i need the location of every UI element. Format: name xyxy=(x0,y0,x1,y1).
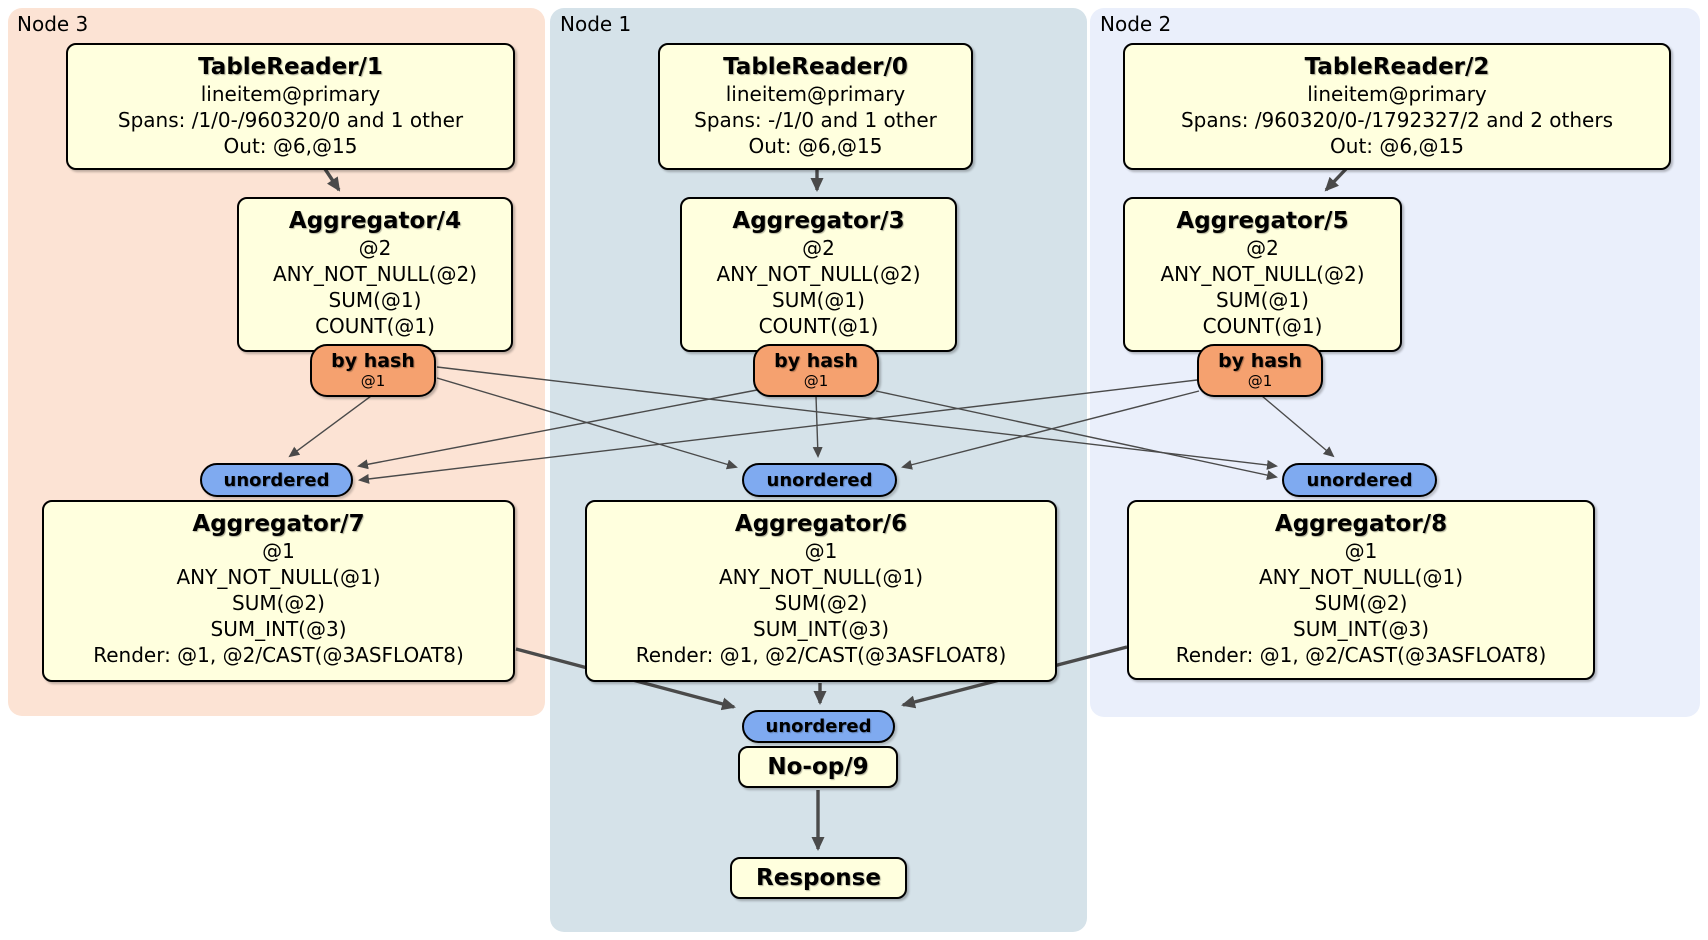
router-by-hash-node2: by hash @1 xyxy=(1197,344,1323,397)
processor-tablereader1: TableReader/1 lineitem@primary Spans: /1… xyxy=(66,43,515,170)
processor-aggregator4: Aggregator/4 @2 ANY_NOT_NULL(@2) SUM(@1)… xyxy=(237,197,513,352)
processor-aggregator6: Aggregator/6 @1 ANY_NOT_NULL(@1) SUM(@2)… xyxy=(585,500,1057,682)
processor-aggregator8: Aggregator/8 @1 ANY_NOT_NULL(@1) SUM(@2)… xyxy=(1127,500,1595,680)
router-by-hash-node1: by hash @1 xyxy=(753,344,879,397)
node2-label: Node 2 xyxy=(1100,12,1172,36)
processor-response: Response xyxy=(730,857,907,899)
processor-tablereader0: TableReader/0 lineitem@primary Spans: -/… xyxy=(658,43,973,170)
sync-unordered-node1: unordered xyxy=(742,463,897,497)
processor-aggregator7: Aggregator/7 @1 ANY_NOT_NULL(@1) SUM(@2)… xyxy=(42,500,515,682)
processor-aggregator3: Aggregator/3 @2 ANY_NOT_NULL(@2) SUM(@1)… xyxy=(680,197,957,352)
sync-unordered-node2: unordered xyxy=(1282,463,1437,497)
sync-unordered-node3: unordered xyxy=(200,463,353,497)
node1-label: Node 1 xyxy=(560,12,632,36)
processor-noop9: No-op/9 xyxy=(738,746,898,788)
sync-unordered-final: unordered xyxy=(742,710,895,743)
processor-aggregator5: Aggregator/5 @2 ANY_NOT_NULL(@2) SUM(@1)… xyxy=(1123,197,1402,352)
router-by-hash-node3: by hash @1 xyxy=(310,344,436,397)
processor-tablereader2: TableReader/2 lineitem@primary Spans: /9… xyxy=(1123,43,1671,170)
node3-label: Node 3 xyxy=(17,12,89,36)
